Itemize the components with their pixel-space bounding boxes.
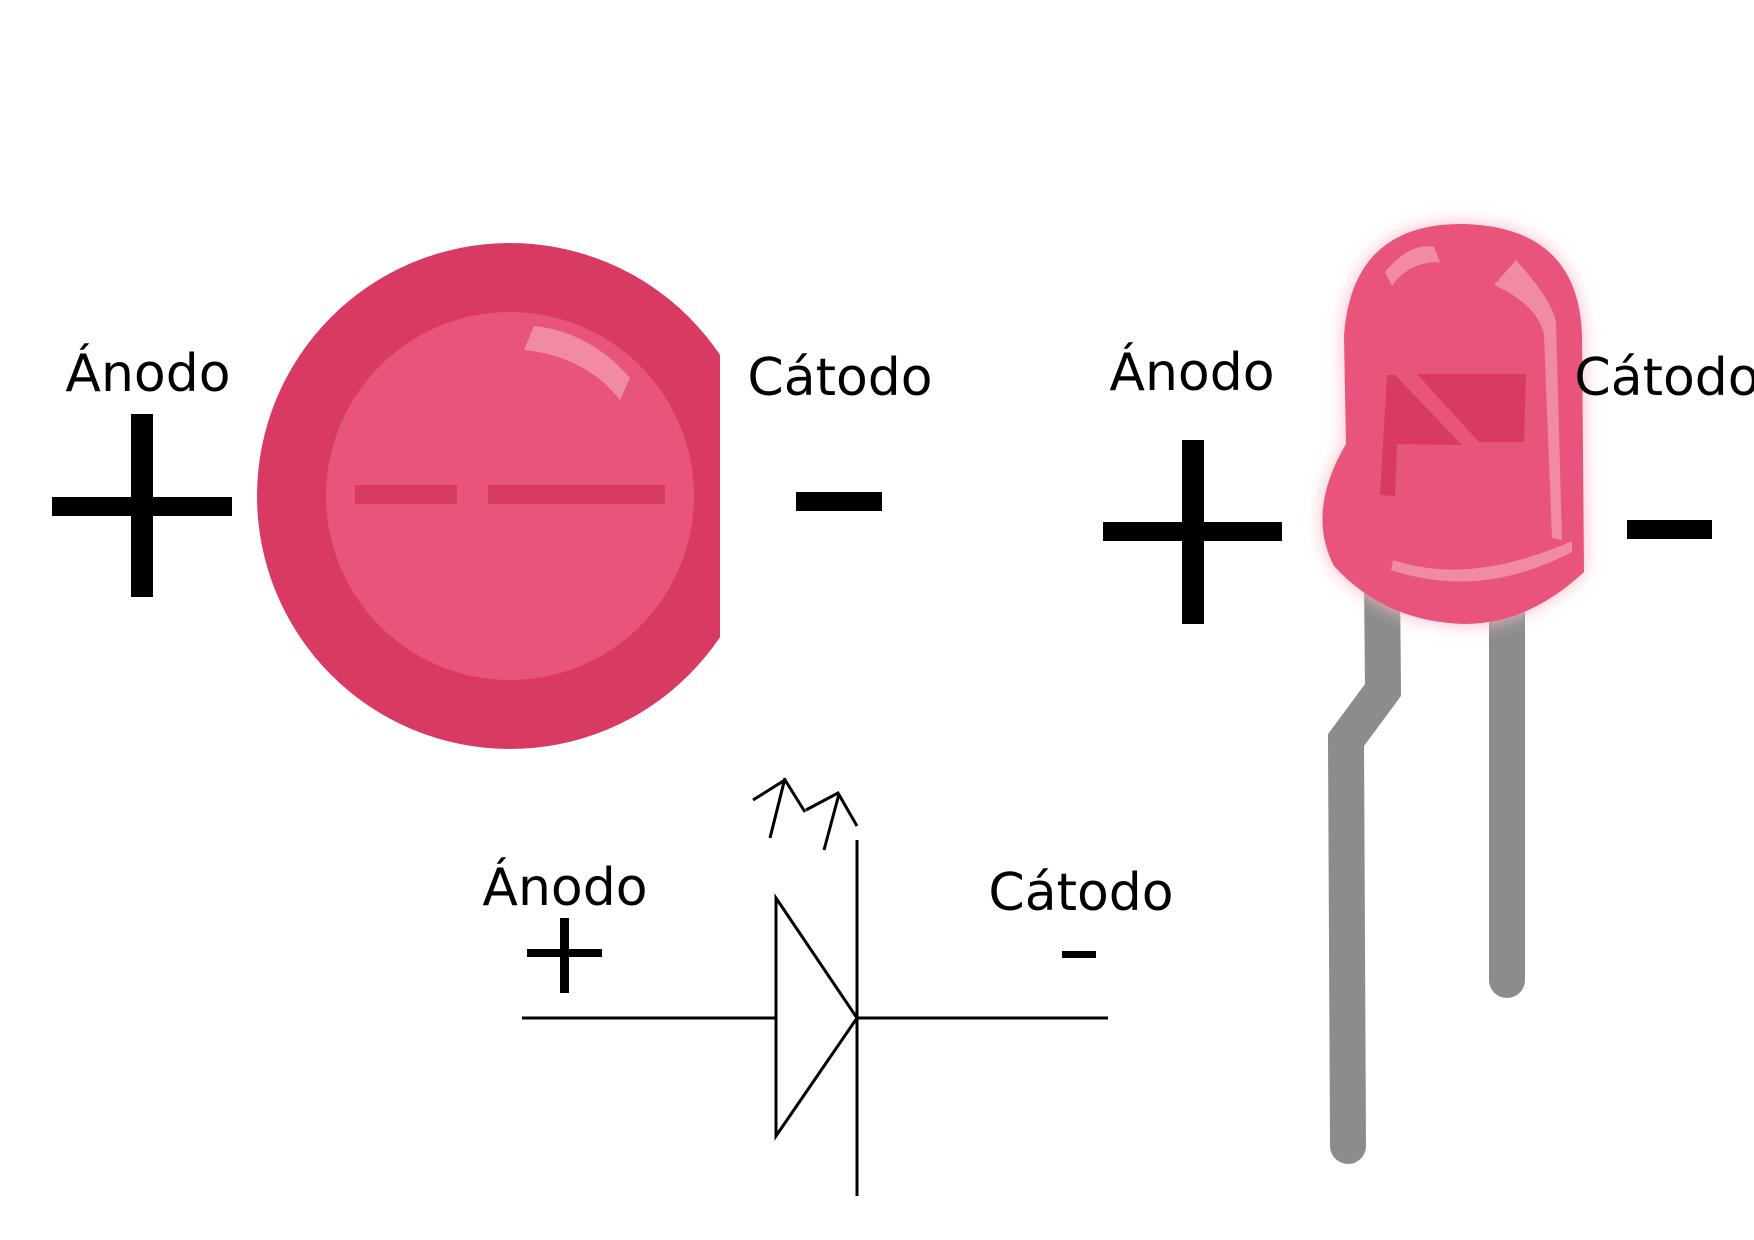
top-cathode-label: Cátodo — [747, 348, 932, 408]
led-side-view — [1322, 223, 1584, 1164]
top-cathode-sign — [796, 492, 882, 511]
led-schematic-symbol — [522, 777, 1108, 1196]
led-side-reflection-bottom — [1391, 541, 1572, 582]
top-anode-sign — [52, 414, 232, 597]
side-cathode-label: Cátodo — [1574, 348, 1754, 408]
schematic-anode-sign — [527, 918, 602, 993]
led-top-die-cathode — [488, 485, 665, 504]
schematic-cathode-sign — [1062, 951, 1096, 958]
side-anode-sign — [1103, 440, 1282, 624]
schematic-diode-triangle — [774, 893, 859, 1141]
led-side-cup — [1380, 375, 1462, 496]
side-cathode-sign — [1627, 520, 1712, 539]
led-side-reflection-edge — [1494, 260, 1562, 540]
side-anode-label: Ánodo — [1109, 342, 1274, 403]
anode-lead — [1327, 562, 1402, 1164]
top-anode-label: Ánodo — [65, 343, 230, 404]
led-side-body — [1322, 223, 1584, 624]
led-side-reflection-top — [1385, 246, 1440, 286]
light-emission-arrow-icon — [752, 777, 807, 839]
led-top-view — [257, 243, 720, 749]
led-top-reflection — [524, 326, 630, 400]
schematic-anode-label: Ánodo — [482, 857, 647, 918]
schematic-cathode-label: Cátodo — [988, 863, 1173, 923]
led-side-anvil — [1417, 374, 1526, 442]
light-emission-arrow-icon — [805, 790, 859, 851]
led-top-die-anode — [355, 485, 457, 504]
